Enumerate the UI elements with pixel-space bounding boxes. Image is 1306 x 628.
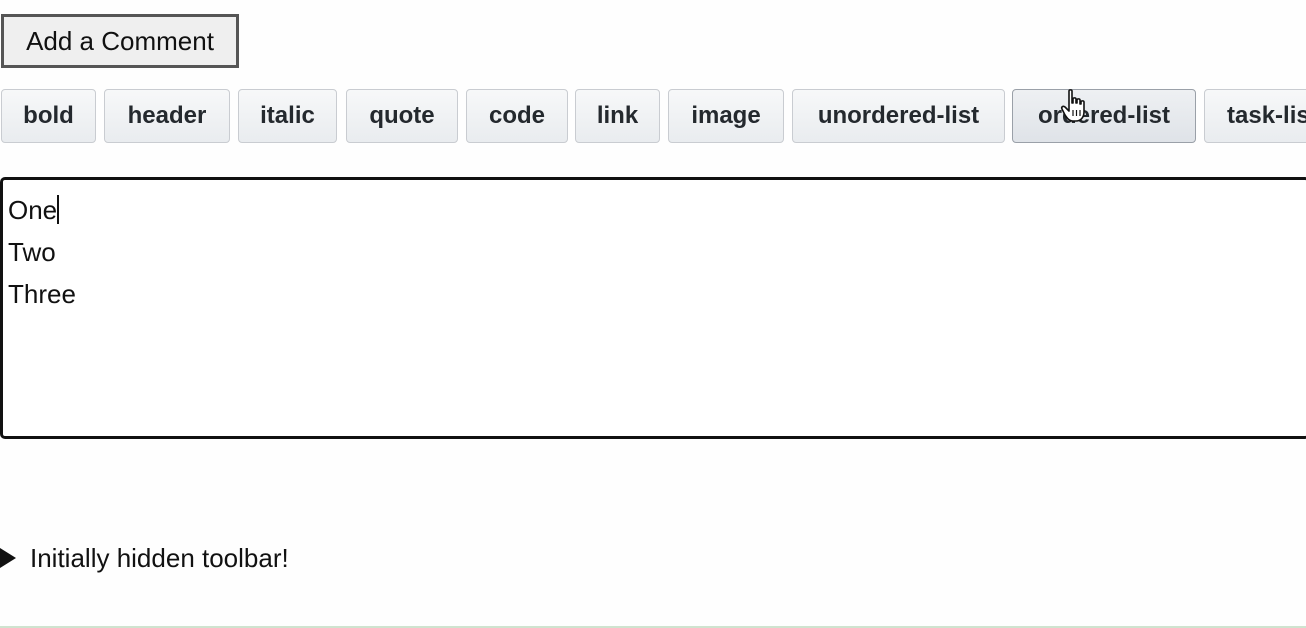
- editor-line: Three: [8, 279, 76, 309]
- add-comment-button[interactable]: Add a Comment: [1, 14, 239, 68]
- markdown-toolbar: bold header italic quote code link image…: [0, 88, 1306, 144]
- bottom-divider: [0, 626, 1306, 628]
- toolbar-link-button[interactable]: link: [575, 89, 660, 143]
- details-summary-label: Initially hidden toolbar!: [30, 542, 289, 573]
- toolbar-code-button[interactable]: code: [466, 89, 568, 143]
- toolbar-bold-button[interactable]: bold: [1, 89, 96, 143]
- editor-line: One: [8, 189, 1302, 231]
- triangle-right-icon: [0, 548, 16, 568]
- toolbar-italic-button[interactable]: italic: [238, 89, 337, 143]
- toolbar-task-list-button[interactable]: task-list: [1204, 89, 1306, 143]
- editor-line-text: One: [8, 195, 58, 225]
- toolbar-header-button[interactable]: header: [104, 89, 230, 143]
- toolbar-ordered-list-button[interactable]: ordered-list: [1012, 89, 1196, 143]
- comment-editor-textarea[interactable]: One Two Three: [0, 177, 1306, 439]
- editor-line: Two: [8, 237, 56, 267]
- hidden-toolbar-details-summary[interactable]: Initially hidden toolbar!: [0, 540, 289, 576]
- toolbar-quote-button[interactable]: quote: [346, 89, 458, 143]
- toolbar-unordered-list-button[interactable]: unordered-list: [792, 89, 1005, 143]
- toolbar-image-button[interactable]: image: [668, 89, 784, 143]
- text-caret: [57, 195, 60, 224]
